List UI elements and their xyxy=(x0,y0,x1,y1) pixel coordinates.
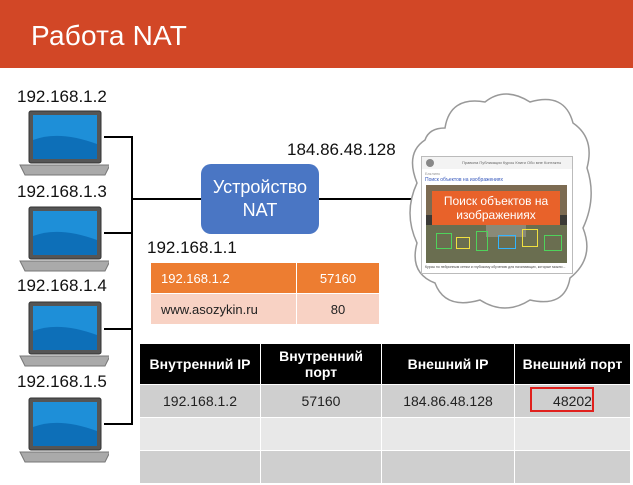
cell-empty xyxy=(139,450,261,484)
website-caption: Курсы по нейронным сетям и глубокому обу… xyxy=(425,265,566,269)
laptop-icon xyxy=(19,110,109,176)
website-breadcrumb: Бэклинк xyxy=(425,171,440,176)
laptop-icon xyxy=(19,206,109,272)
cell-external-port: 48202 xyxy=(514,384,631,418)
packet-source-port: 57160 xyxy=(296,262,380,294)
slide-header: Работа NAT xyxy=(0,0,633,68)
header-internal-port: Внутренний порт xyxy=(260,343,382,385)
external-port-highlight xyxy=(530,387,594,412)
cell-internal-port: 57160 xyxy=(260,384,382,418)
website-avatar xyxy=(426,159,434,167)
cell-external-ip: 184.86.48.128 xyxy=(381,384,515,418)
cell-empty xyxy=(260,450,382,484)
table-row xyxy=(139,417,631,451)
website-link: Поиск объектов на изображениях xyxy=(425,177,503,183)
slide-title: Работа NAT xyxy=(31,20,188,51)
laptop-icon xyxy=(19,301,109,367)
header-internal-ip: Внутренний IP xyxy=(139,343,261,385)
header-external-port: Внешний порт xyxy=(514,343,631,385)
laptop-icon xyxy=(19,397,109,463)
nat-table-header: Внутренний IP Внутренний порт Внешний IP… xyxy=(139,343,631,385)
packet-destination-port: 80 xyxy=(296,293,380,325)
nat-device-line2: NAT xyxy=(242,200,278,220)
cell-internal-ip: 192.168.1.2 xyxy=(139,384,261,418)
cell-empty xyxy=(139,417,261,451)
cell-empty xyxy=(381,450,515,484)
host-ip-1: 192.168.1.2 xyxy=(17,87,107,106)
host-ip-4: 192.168.1.5 xyxy=(17,372,107,391)
external-ip: 184.86.48.128 xyxy=(287,140,396,159)
nat-device-line1: Устройство xyxy=(212,177,308,197)
website-video: Поиск объектов на изображениях xyxy=(426,185,567,263)
table-row xyxy=(139,450,631,484)
header-external-ip: Внешний IP xyxy=(381,343,515,385)
packet-destination-address: www.asozykin.ru xyxy=(150,293,297,325)
table-row: 192.168.1.2 57160 184.86.48.128 48202 xyxy=(139,384,631,418)
cell-empty xyxy=(260,417,382,451)
video-title: Поиск объектов на изображениях xyxy=(432,191,560,225)
packet-destination-row: www.asozykin.ru 80 xyxy=(150,293,380,325)
packet-source-row: 192.168.1.2 57160 xyxy=(150,262,380,294)
website-nav: Правила Публикации Курсы Книги Обо мне К… xyxy=(462,160,562,165)
nat-table: Внутренний IP Внутренний порт Внешний IP… xyxy=(139,343,631,484)
host-ip-3: 192.168.1.4 xyxy=(17,276,107,295)
nat-device: Устройство NAT xyxy=(201,164,319,234)
cell-empty xyxy=(514,417,631,451)
website-nav-bar: Правила Публикации Курсы Книги Обо мне К… xyxy=(422,157,572,169)
packet-table: 192.168.1.2 57160 www.asozykin.ru 80 xyxy=(150,262,380,325)
internal-ip: 192.168.1.1 xyxy=(147,238,237,257)
host-ip-2: 192.168.1.3 xyxy=(17,182,107,201)
website-screenshot: Правила Публикации Курсы Книги Обо мне К… xyxy=(421,156,573,274)
cell-empty xyxy=(514,450,631,484)
cell-empty xyxy=(381,417,515,451)
packet-source-address: 192.168.1.2 xyxy=(150,262,297,294)
